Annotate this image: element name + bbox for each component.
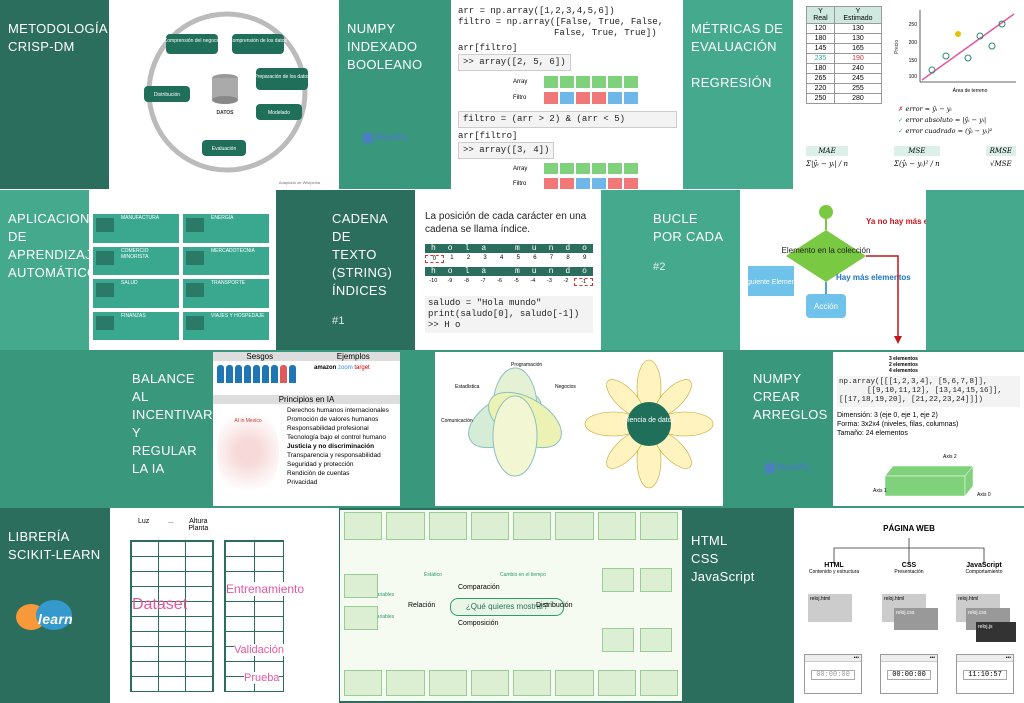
crisp-step-1: Comprensión del negocio bbox=[164, 38, 221, 44]
crisp-credit: Adaptado de Wikipedia bbox=[279, 180, 321, 185]
numpy-logo: NumPy bbox=[363, 128, 408, 146]
tile-crisp-title: METODOLOGÍA CRISP-DM bbox=[0, 0, 109, 189]
svg-text:Área de terreno: Área de terreno bbox=[953, 87, 988, 94]
svg-text:250: 250 bbox=[909, 22, 918, 28]
aplicaciones-panel: MANUFACTURA COMERCIO MINORISTA SALUD FIN… bbox=[89, 190, 276, 350]
bucle-decision: Elemento en la colección bbox=[782, 246, 871, 255]
crisp-step-3: Preparación de los datos bbox=[254, 74, 310, 80]
html-panel: PÁGINA WEB HTML Contenido y estructura C… bbox=[794, 508, 1024, 703]
bucle-yes: Hay más elementos bbox=[836, 273, 911, 282]
svg-text:Precio: Precio bbox=[894, 40, 900, 54]
svg-text:150: 150 bbox=[909, 58, 918, 64]
svg-text:200: 200 bbox=[909, 40, 918, 46]
crisp-step-2: Comprensión de los datos bbox=[229, 38, 288, 44]
balance-panel: Sesgos Ejemplos amazon zoom target Princ… bbox=[213, 352, 400, 506]
bucle-action: Acción bbox=[814, 302, 838, 311]
svg-text:Axis 2: Axis 2 bbox=[943, 454, 957, 460]
bucle-flowchart: Elemento en la colección Siguiente Eleme… bbox=[740, 190, 926, 350]
tile-aplicaciones-title: APLICACIONES DE APRENDIZAJE AUTOMÁTICO bbox=[0, 190, 107, 350]
crisp-step-4: Modelado bbox=[268, 110, 290, 116]
venn-center: Ciencia de datos bbox=[623, 417, 676, 424]
numpy-crear-panel: 3 elementos 2 elementos 4 elementos np.a… bbox=[833, 352, 1024, 506]
tile-bucle-title: BUCLE POR CADA#2 bbox=[645, 190, 740, 350]
svg-text:Estadística: Estadística bbox=[455, 384, 480, 390]
crisp-step-6: Distribución bbox=[154, 92, 180, 98]
tile-numpy-crear-title: NUMPY CREAR ARREGLOS NumPy bbox=[723, 350, 833, 508]
bucle-no: Ya no hay más elementos bbox=[866, 217, 926, 226]
bucle-next: Siguiente Elemento bbox=[741, 279, 802, 286]
crisp-center: DATOS bbox=[216, 110, 234, 116]
tile-html-title: HTML CSS JavaScript bbox=[683, 508, 793, 703]
sklearn-logo: learn bbox=[16, 598, 86, 638]
numpy-bool-snippet: arr = np.array([1,2,3,4,5,6]) filtro = n… bbox=[452, 0, 683, 189]
svg-text:Comunicación: Comunicación bbox=[441, 418, 473, 424]
crisp-dm-diagram: Comprensión del negocio Comprensión de l… bbox=[110, 0, 339, 189]
tile-numpy-bool-title: NUMPY INDEXADO BOOLEANO NumPy bbox=[339, 0, 451, 189]
tile-balance-title: BALANCE AL INCENTIVAR Y REGULAR LA IA bbox=[124, 350, 213, 508]
numpy-logo-2: NumPy bbox=[765, 458, 810, 476]
tile-sklearn-title: LIBRERÍA SCIKIT-LEARN learn bbox=[0, 508, 109, 703]
svg-text:Negocios: Negocios bbox=[555, 384, 576, 390]
svg-text:Axis 1: Axis 1 bbox=[873, 488, 887, 494]
tile-metricas-title: MÉTRICAS DE EVALUACIÓN REGRESIÓN bbox=[683, 0, 793, 189]
svg-text:Axis 0: Axis 0 bbox=[977, 492, 991, 498]
grafico-selector: ¿Qué quieres mostrar? Comparación Relaci… bbox=[340, 510, 682, 701]
cadena-panel: La posición de cada carácter en una cade… bbox=[415, 190, 601, 350]
crisp-step-5: Evaluación bbox=[212, 146, 237, 152]
svg-text:Programación: Programación bbox=[511, 362, 542, 368]
tile-cadena-title: CADENA DE TEXTO (STRING) ÍNDICES#1 bbox=[324, 190, 415, 350]
venn-panel: Estadística Programación Comunicación Ne… bbox=[435, 352, 723, 506]
svg-text:100: 100 bbox=[909, 74, 918, 80]
sklearn-panel: Luz...Altura Planta Dataset Entrenamient… bbox=[110, 508, 339, 703]
